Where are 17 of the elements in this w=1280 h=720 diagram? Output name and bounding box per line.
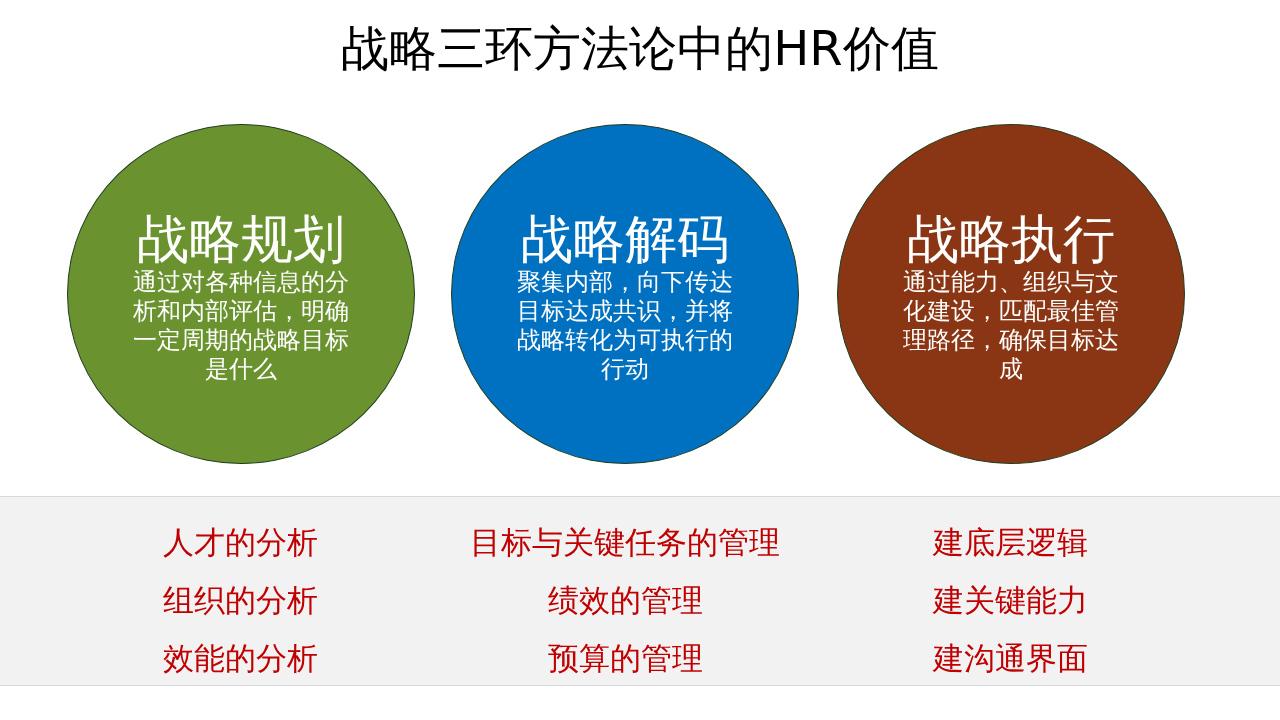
value-band	[0, 496, 1280, 686]
hr-value-item: 建沟通界面	[932, 639, 1088, 677]
stage-title: 战略规划	[137, 209, 345, 269]
hr-value-item: 效能的分析	[162, 639, 318, 677]
hr-value-item: 目标与关键任务的管理	[470, 523, 780, 561]
hr-value-item: 组织的分析	[162, 581, 318, 619]
stage-description: 通过对各种信息的分析和内部评估，明确一定周期的战略目标是什么	[132, 268, 350, 384]
hr-value-item: 建底层逻辑	[932, 523, 1088, 561]
stage-description: 通过能力、组织与文化建设，匹配最佳管理路径，确保目标达成	[902, 268, 1120, 384]
stage-description: 聚集内部，向下传达目标达成共识，并将战略转化为可执行的行动	[516, 268, 734, 384]
page-title: 战略三环方法论中的HR价值	[341, 19, 939, 78]
stage-title: 战略执行	[907, 209, 1115, 269]
hr-value-item: 预算的管理	[547, 639, 703, 677]
hr-value-item: 建关键能力	[932, 581, 1088, 619]
stage-title: 战略解码	[521, 209, 729, 269]
hr-value-item: 绩效的管理	[547, 581, 703, 619]
hr-value-item: 人才的分析	[162, 523, 318, 561]
